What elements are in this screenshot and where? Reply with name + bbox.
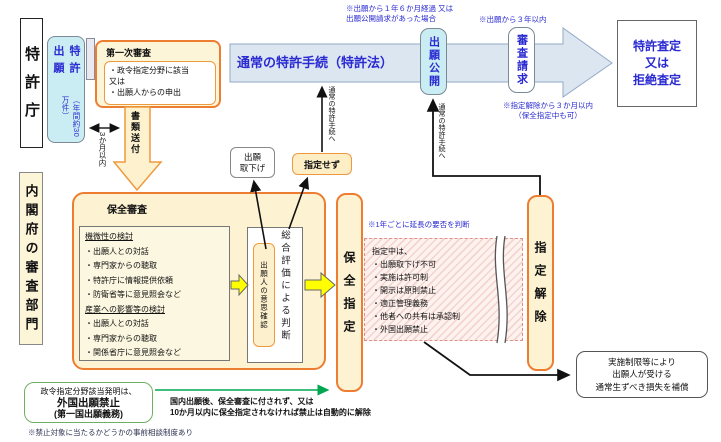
compensation-line: 出願人が受ける — [612, 369, 672, 380]
withdrawal-box: 出願 取下げ — [230, 147, 275, 178]
application-publication-label: 出願公開 — [427, 35, 440, 88]
review-section-heading: 産業への影響等の検討 — [85, 304, 165, 314]
jpo-label: 特許庁 — [23, 46, 40, 130]
after-release-note: ※指定解除から３か月以内 （保全指定中も可） — [503, 101, 593, 120]
cabinet-office-label: 内閣府の審査部門 — [23, 184, 39, 336]
during-designation-line: ・外国出願禁止 — [372, 325, 428, 334]
safeguard-designation-box: 保全指定 — [336, 193, 363, 392]
withdrawal-line: 出願 — [243, 151, 261, 162]
not-designated-box: 指定せず — [292, 153, 352, 175]
foreign-filing-ban-box: 政令指定分野該当発明は、 外国出願禁止 (第一国出願義務) — [24, 382, 153, 423]
safeguard-designation-label: 保全指定 — [342, 250, 356, 343]
intent-confirmation-box: 出願人の意思確認 — [253, 243, 275, 347]
first-review-box: 第一次審査 ・政令指定分野に該当 又は ・出願人からの申出 — [95, 40, 221, 108]
during-designation-line: 指定中は、 — [372, 247, 412, 256]
review-item: ・特許庁に情報提供依頼 — [85, 275, 173, 285]
decision-line: 特許査定 — [632, 39, 681, 53]
intent-confirmation-label: 出願人の意思確認 — [259, 261, 269, 329]
connector-tab — [86, 38, 95, 80]
review-item: ・関係省庁に意見照会など — [85, 348, 181, 357]
decision-line: 拒絶査定 — [632, 73, 681, 87]
review-item: ・出願人との対話 — [85, 246, 149, 256]
annual-review-note: ※1年ごとに延長の要否を判断 — [368, 220, 470, 229]
publication-timing-note: ※出願から１年６か月経過 又は 出願公開請求があった場合 — [346, 4, 454, 23]
examination-request-label: 審査請求 — [515, 34, 528, 86]
compensation-box: 実施制限等により 出願人が受ける 通常生ずべき損失を補償 — [576, 351, 708, 398]
normal-procedure-label: 通常の特許手続（特許法） — [237, 55, 394, 70]
during-designation-line: ・実施は許可制 — [372, 273, 428, 282]
designation-release-label: 指定解除 — [533, 241, 547, 333]
to-normal-procedure-label: 通常の特許手続へ — [438, 103, 445, 159]
foreign-ban-intro: 政令指定分野該当発明は、 — [40, 386, 137, 396]
overall-judgement-label: 総合評価による判断 — [279, 230, 290, 343]
review-item: ・専門家からの聴取 — [85, 333, 157, 343]
examination-request-box: 審査請求 — [508, 27, 535, 93]
criteria-line: ・出願人からの申出 — [109, 88, 181, 97]
foreign-ban-title: 外国出願禁止 — [57, 396, 120, 409]
decision-line: 又は — [644, 56, 669, 70]
jpo-box: 特許庁 — [20, 18, 43, 148]
three-months-label: 3か月以内 — [98, 132, 107, 167]
foreign-ban-subtitle: (第一国出願義務) — [54, 408, 123, 419]
patent-application-note: （年間約30万件） — [61, 96, 81, 138]
criteria-line: 又は — [109, 77, 125, 86]
during-designation-line: ・他者への共有は承認制 — [372, 312, 460, 321]
withdrawal-line: 取下げ — [239, 162, 266, 173]
decision-box: 特許査定 又は 拒絶査定 — [617, 20, 697, 107]
during-designation-box: 指定中は、 ・出願取下げ不可 ・実施は許可制 ・開示は原則禁止 ・適正管理義務 … — [364, 238, 523, 341]
review-item: ・専門家からの聴取 — [85, 261, 157, 270]
patent-application-box: 特許出願 （年間約30万件） — [47, 36, 85, 143]
during-designation-line: ・出願取下げ不可 — [372, 260, 436, 269]
first-review-title: 第一次審査 — [106, 48, 152, 58]
first-review-criteria-box: ・政令指定分野に該当 又は ・出願人からの申出 — [104, 61, 216, 105]
not-designated-label: 指定せず — [303, 159, 340, 170]
safeguard-review-title: 保全審査 — [107, 205, 147, 216]
review-item: ・防衛省等に意見照会など — [85, 290, 181, 299]
documents-sent-label: 書類送付 — [130, 111, 140, 155]
pre-consultation-note: ※禁止対象に当たるかどうかの事前相談制度あり — [28, 428, 193, 437]
review-detail-box: 機微性の検討 ・出願人との対話 ・専門家からの聴取 ・特許庁に情報提供依頼 ・防… — [79, 226, 230, 361]
review-item: ・出願人との対話 — [85, 319, 149, 328]
criteria-line: ・政令指定分野に該当 — [109, 66, 189, 75]
request-timing-note: ※出願から３年以内 — [479, 15, 547, 24]
during-designation-line: ・開示は原則禁止 — [372, 286, 436, 295]
auto-release-note: 国内出願後、保全審査に付されず、又は 10か月以内に保全指定されなければ禁止は自… — [170, 397, 371, 417]
designation-release-box: 指定解除 — [527, 195, 554, 371]
cabinet-office-box: 内閣府の審査部門 — [19, 172, 43, 345]
patent-application-text: 特許出願 （年間約30万件） — [50, 37, 82, 142]
review-section-heading: 機微性の検討 — [85, 232, 133, 241]
patent-application-title: 特許出願 — [52, 45, 80, 79]
application-publication-box: 出願公開 — [420, 28, 447, 95]
during-designation-line: ・適正管理義務 — [372, 299, 428, 308]
compensation-line: 通常生ずべき損失を補償 — [595, 381, 689, 392]
compensation-line: 実施制限等により — [608, 356, 676, 367]
to-normal-procedure-label: 通常の特許手続へ — [328, 86, 335, 142]
